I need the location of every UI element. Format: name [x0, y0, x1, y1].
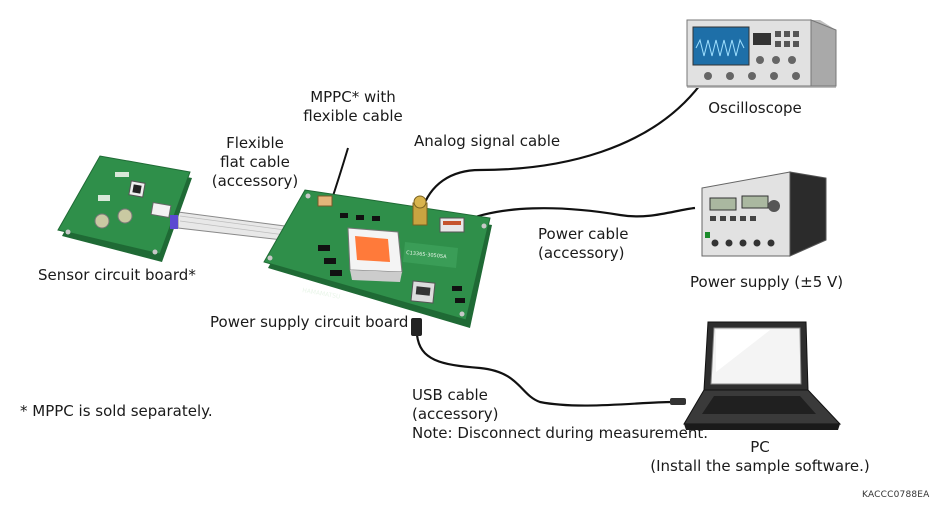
- pc-label: PC (Install the sample software.): [640, 438, 880, 476]
- sensor-circuit-board: [57, 155, 192, 262]
- power-supply-label: Power supply (±5 V): [690, 273, 844, 291]
- usb-cable-label-line-2: (accessory): [412, 405, 499, 423]
- pc-label-line-1: PC: [750, 438, 770, 456]
- pc-label-line-2: (Install the sample software.): [650, 457, 870, 475]
- board-model: C13365-3050SA: [406, 250, 448, 260]
- usb-cable-label-line-3: Note: Disconnect during measurement.: [412, 424, 709, 442]
- oscilloscope: [686, 19, 837, 88]
- oscilloscope-screen: [692, 26, 750, 66]
- board-brand: HAMAMATSU: [302, 287, 341, 301]
- mppc-label: MPPC* with flexible cable: [296, 88, 410, 126]
- usb-cable: [415, 334, 673, 407]
- power-cable-label: Power cable (accessory): [538, 225, 628, 263]
- oscilloscope-label: Oscilloscope: [708, 99, 802, 117]
- figure-code: KACCC0788EA: [862, 490, 930, 500]
- power-cable-label-line-2: (accessory): [538, 244, 625, 262]
- power-supply-unit: [701, 171, 827, 257]
- mppc-label-line-1: MPPC* with: [310, 88, 396, 106]
- usb-plug-pc-end: [670, 398, 686, 405]
- mppc-label-line-2: flexible cable: [303, 107, 403, 125]
- usb-plug-board-end: [411, 318, 422, 336]
- usb-cable-label-line-1: USB cable: [412, 386, 488, 404]
- power-cable-label-line-1: Power cable: [538, 225, 629, 243]
- flex-cable-label-line-3: (accessory): [211, 172, 299, 190]
- footnote: * MPPC is sold separately.: [20, 402, 213, 420]
- laptop: [683, 321, 842, 430]
- flex-cable-label: Flexible flat cable (accessory): [204, 134, 306, 191]
- power-supply-circuit-board: HAMAMATSU C13365-3050SA: [263, 189, 492, 328]
- analog-signal-cable: [420, 84, 701, 211]
- usb-cable-label: USB cable (accessory) Note: Disconnect d…: [412, 386, 708, 443]
- analog-cable-label: Analog signal cable: [414, 132, 561, 150]
- flex-cable-label-line-1: Flexible: [226, 134, 284, 152]
- sensor-board-label: Sensor circuit board*: [38, 266, 196, 284]
- flex-cable-label-line-2: flat cable: [220, 153, 290, 171]
- psu-board-label: Power supply circuit board: [210, 313, 409, 331]
- power-cable: [461, 206, 696, 224]
